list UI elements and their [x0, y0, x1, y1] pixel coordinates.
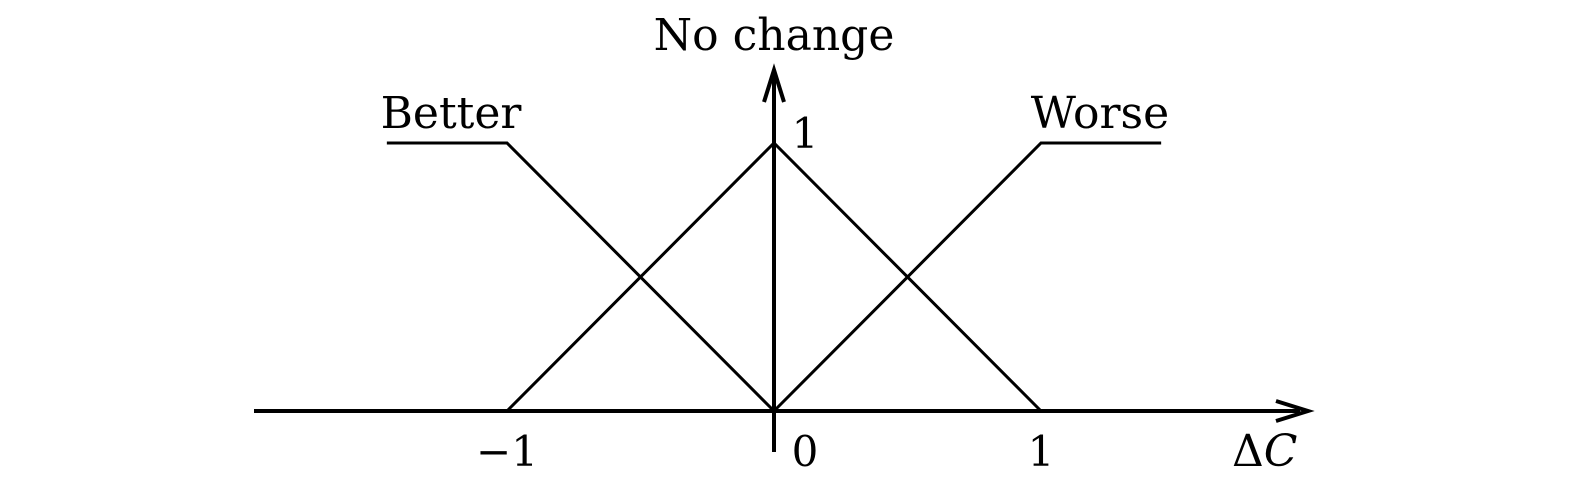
y-tick-label: 1 [792, 109, 819, 158]
x-axis-arrowhead [1275, 399, 1315, 423]
y-axis-arrowhead [762, 63, 786, 103]
x-axis-label-delta: Δ [1232, 426, 1264, 477]
x-axis-label: ΔC [1232, 426, 1297, 477]
series-better-label: Better [381, 88, 523, 139]
series-no-change-label: No change [654, 10, 895, 61]
x-axis-label-var: C [1264, 426, 1298, 477]
series-worse-label: Worse [1031, 88, 1169, 139]
x-tick-label: 1 [1028, 427, 1055, 476]
series-worse-line [772, 141, 1162, 413]
tick-labels: −1 0 1 1 [476, 109, 1054, 476]
x-tick-label: 0 [792, 427, 819, 476]
x-tick-label: −1 [476, 427, 538, 476]
series-better-line [386, 141, 776, 413]
